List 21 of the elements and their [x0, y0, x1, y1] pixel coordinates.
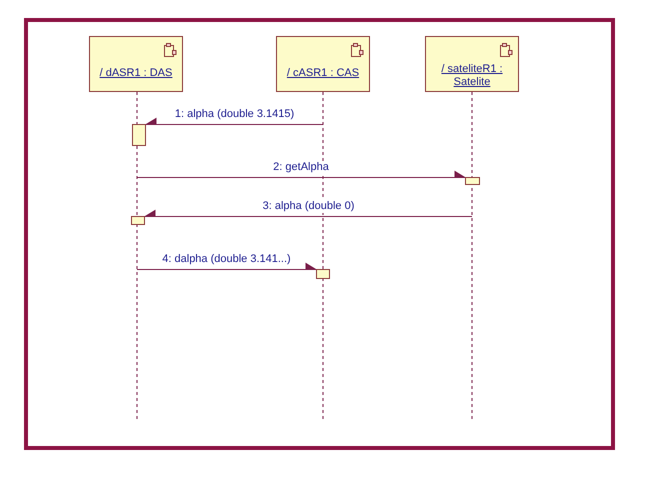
lifeline — [322, 92, 324, 420]
lifeline — [136, 92, 138, 420]
participant-box — [89, 36, 183, 92]
participant-box — [425, 36, 519, 92]
lifeline — [471, 92, 473, 420]
message-arrow — [144, 210, 472, 217]
message-label: 3: alpha (double 0) — [260, 200, 356, 212]
activation-bar — [316, 269, 330, 279]
activation-bar — [132, 124, 146, 146]
participant-name: / cASR1 : CAS — [286, 67, 360, 80]
message-label: 2: getAlpha — [271, 160, 331, 174]
participant-name: / dASR1 : DAS — [100, 67, 172, 80]
participant-name: / sateliteR1 : Satelite — [440, 63, 504, 89]
participant-box — [276, 36, 370, 92]
message-arrow — [136, 263, 316, 270]
activation-bar — [465, 177, 480, 185]
message-arrow — [146, 118, 324, 125]
message-arrow — [136, 171, 466, 178]
activation-bar — [131, 216, 145, 225]
message-label: 4: dalpha (double 3.141...) — [160, 252, 293, 266]
message-label: 1: alpha (double 3.1415) — [172, 108, 296, 120]
